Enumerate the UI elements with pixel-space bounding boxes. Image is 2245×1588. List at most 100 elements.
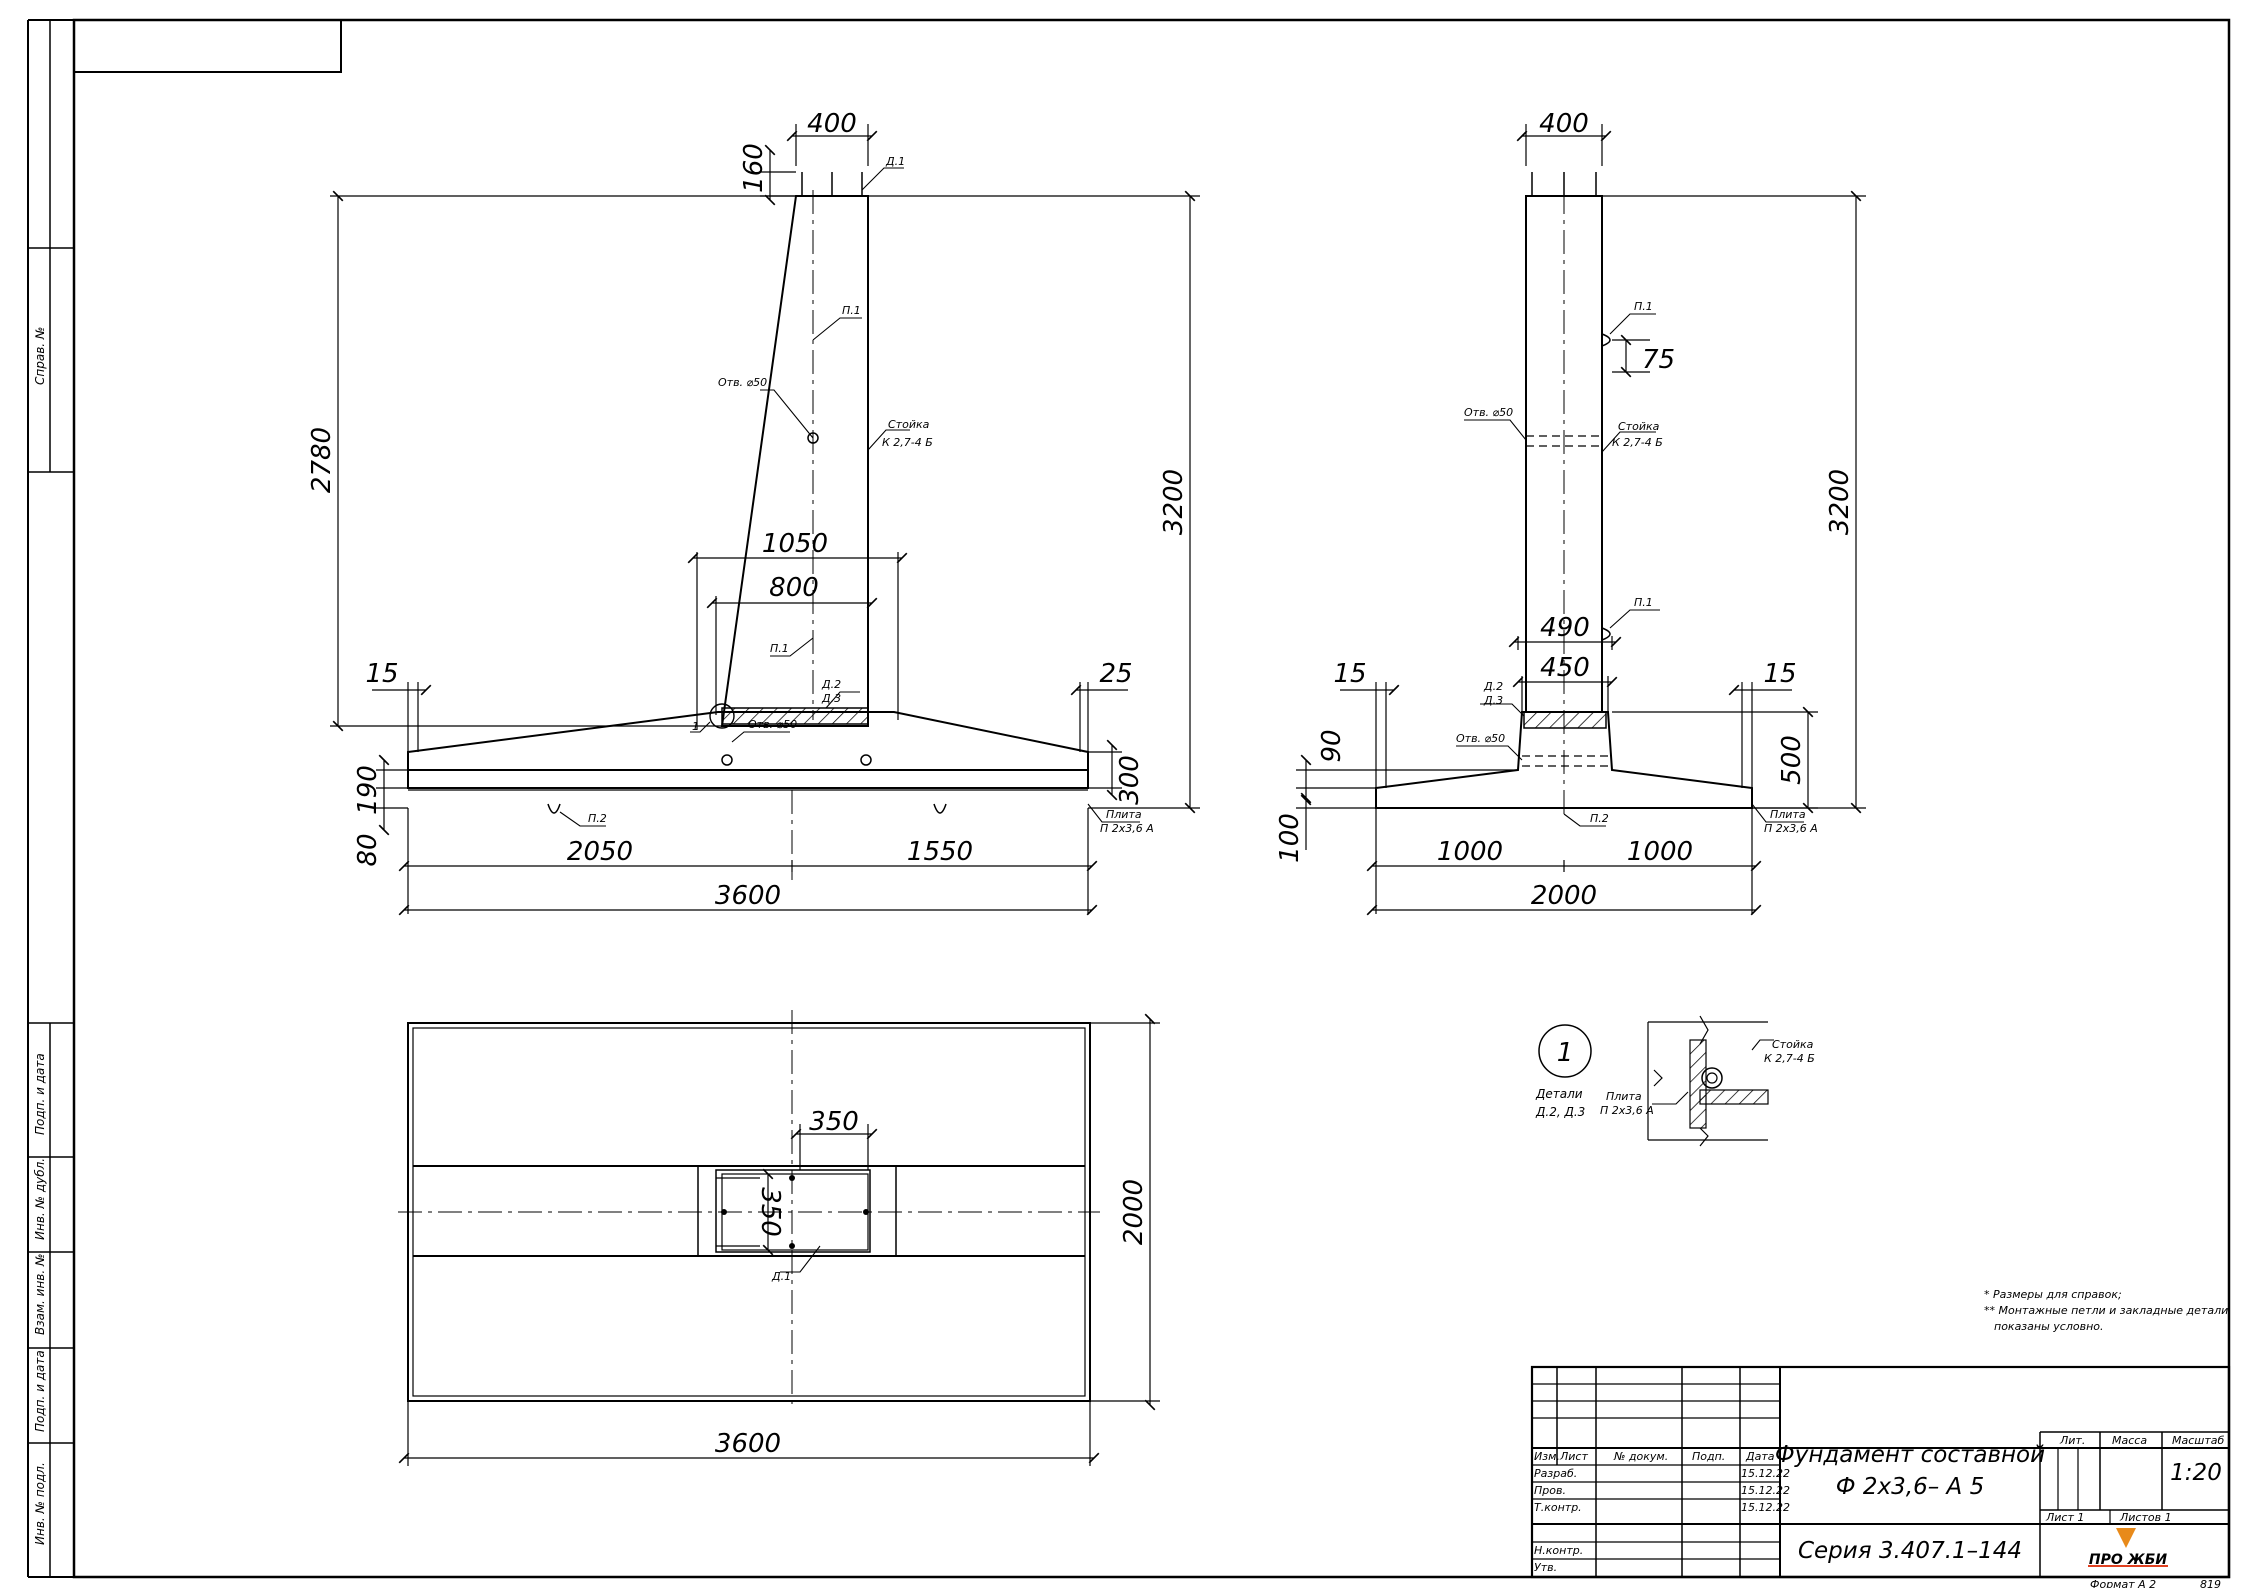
tb-logo: ПРО ЖБИ: [2089, 1552, 2168, 1568]
loop-p1: [1601, 627, 1611, 641]
dim-side-slab-height: 190: [353, 765, 383, 815]
label-post: Стойка: [888, 418, 930, 431]
detail-number-circle: [1538, 1024, 1592, 1078]
stamp-dup-inv: Инв. № дубл.: [33, 1158, 47, 1240]
tb-code: 819: [2200, 1578, 2221, 1588]
tb-role: Пров.: [1534, 1484, 1566, 1497]
note-line-1: * Размеры для справок;: [1984, 1288, 2122, 1301]
tb-role: Разраб.: [1534, 1467, 1577, 1480]
tb-format: Формат А 2: [2090, 1578, 2156, 1588]
side-stamp-labels: Справ. № Подп. и дата Инв. № дубл. Взам.…: [33, 327, 47, 1545]
label-plate: Плита: [1770, 808, 1806, 821]
label-plate: Плита: [1106, 808, 1142, 821]
dim-side-top-width: 400: [807, 109, 857, 139]
stamp-orig-inv: Инв. № подл.: [33, 1462, 47, 1545]
tb-series: Серия 3.407.1–144: [1798, 1538, 2022, 1564]
front-view-text: 400 75 3200 490 450 15 15 90 500 100 100…: [1275, 109, 1855, 911]
stamp-ref-no: Справ. №: [33, 327, 47, 385]
detail-plate: Плита: [1606, 1090, 1642, 1103]
tb-header-date: Дата: [1745, 1450, 1775, 1463]
embedded-plate: [721, 707, 869, 725]
tb-title-line1: Фундамент составной: [1775, 1442, 2045, 1468]
stamp-repl-inv: Взам. инв. №: [33, 1254, 47, 1335]
title-block: [1530, 1365, 2231, 1579]
dim-plan-hole-width: 350: [809, 1107, 859, 1137]
note-line-3: показаны условно.: [1994, 1320, 2104, 1333]
dim-plan-hole-height: 350: [755, 1187, 785, 1237]
tb-date: 15.12.22: [1741, 1467, 1790, 1480]
tb-scale-label: Масштаб: [2172, 1434, 2224, 1447]
tb-role: Утв.: [1534, 1561, 1557, 1574]
tb-role: Н.контр.: [1534, 1544, 1583, 1557]
label-p1-top: П.1: [1634, 300, 1653, 313]
dim-side-total-length: 3600: [715, 881, 781, 911]
sheet-frame: [27, 18, 2231, 1579]
label-post-code: К 2,7-4 Б: [1612, 436, 1663, 449]
tb-date: 15.12.22: [1741, 1484, 1790, 1497]
detail-1: [1538, 1015, 1774, 1147]
dim-side-lower-width: 800: [769, 573, 819, 603]
dim-plan-width: 2000: [1119, 1179, 1149, 1245]
label-d1: Д.1: [771, 1270, 791, 1283]
detail-subtitle: Д.2, Д.3: [1535, 1105, 1585, 1119]
detail-1-text: 1 Детали Д.2, Д.3 Стойка К 2,7-4 Б Плита…: [1535, 1038, 1815, 1119]
dim-side-edge-height: 300: [1115, 755, 1145, 805]
label-d1: Д.1: [885, 155, 905, 168]
tb-mass: Масса: [2112, 1434, 2147, 1447]
dim-side-right-length: 1550: [907, 837, 973, 867]
tb-role: Т.контр.: [1534, 1501, 1582, 1514]
dim-side-left-length: 2050: [567, 837, 633, 867]
dim-side-total-height: 3200: [1159, 469, 1189, 535]
dim-side-upper-width: 1050: [762, 529, 828, 559]
detail-number: 1: [1557, 1038, 1574, 1068]
label-plate-code: П 2х3,6 А: [1100, 822, 1154, 835]
dim-front-loop-offset: 75: [1642, 345, 1675, 375]
label-p2: П.2: [1590, 812, 1609, 825]
tb-header-change: Изм.: [1534, 1450, 1560, 1463]
base-slab: [407, 769, 1089, 789]
title-block-text: Изм. Лист № докум. Подп. Дата Разраб. 15…: [1534, 1434, 2224, 1588]
dim-side-bottom-offset: 80: [353, 833, 383, 866]
tb-scale: 1:20: [2170, 1460, 2222, 1486]
dim-front-total-height: 3200: [1825, 469, 1855, 535]
label-hole: Отв. ⌀50: [1464, 406, 1513, 419]
label-p1-low: П.1: [770, 642, 789, 655]
dim-side-top-height: 160: [739, 143, 769, 193]
note-line-2: ** Монтажные петли и закладные детали: [1984, 1304, 2228, 1317]
label-p2: П.2: [588, 812, 607, 825]
label-post-code: К 2,7-4 Б: [882, 436, 933, 449]
logo-icon: [2116, 1528, 2136, 1548]
tb-header-doc: № докум.: [1613, 1450, 1668, 1463]
dim-front-left-half: 1000: [1437, 837, 1503, 867]
tb-sheets: Листов 1: [2119, 1511, 2172, 1524]
notes: * Размеры для справок; ** Монтажные петл…: [1984, 1288, 2228, 1333]
loop-p2: [933, 803, 947, 814]
tb-header-sign: Подп.: [1692, 1450, 1725, 1463]
label-hole-low: Отв. ⌀50: [1456, 732, 1505, 745]
stamp-sign-date-2: Подп. и дата: [33, 1350, 47, 1432]
tb-date: 15.12.22: [1741, 1501, 1790, 1514]
tb-title-line2: Ф 2х3,6– А 5: [1836, 1474, 1984, 1500]
embedded-plate: [1523, 711, 1607, 729]
dim-side-right-offset: 25: [1099, 659, 1132, 689]
dim-side-left-offset: 15: [365, 659, 398, 689]
label-d2: Д.2: [821, 678, 841, 691]
plan-view-text: 350 350 2000 3600 Д.1: [715, 1107, 1149, 1459]
dim-front-height-500: 500: [1777, 735, 1807, 785]
label-p1-top: П.1: [842, 304, 861, 317]
label-d3: Д.3: [821, 692, 841, 705]
dim-front-total-width: 2000: [1531, 881, 1597, 911]
label-d2: Д.2: [1483, 680, 1503, 693]
detail-post: Стойка: [1772, 1038, 1814, 1051]
label-d3: Д.3: [1483, 694, 1503, 707]
dim-front-left-offset: 15: [1333, 659, 1366, 689]
dim-front-right-offset: 15: [1763, 659, 1796, 689]
detail-plate-code: П 2х3,6 А: [1600, 1104, 1654, 1117]
dim-front-height-90: 90: [1317, 729, 1347, 762]
tb-header-sheet: Лист: [1559, 1450, 1588, 1463]
tb-sheet: Лист 1: [2045, 1511, 2084, 1524]
label-plate-code: П 2х3,6 А: [1764, 822, 1818, 835]
label-hole: Отв. ⌀50: [718, 376, 767, 389]
side-view: [330, 124, 1200, 916]
